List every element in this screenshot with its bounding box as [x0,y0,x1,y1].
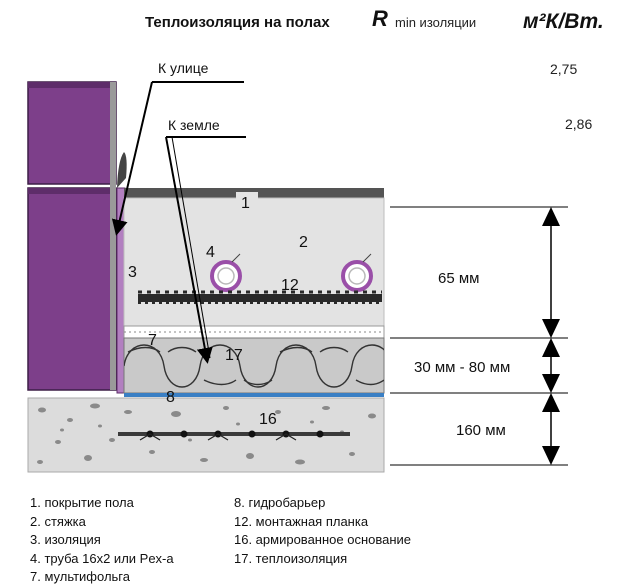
dimension-lines [390,206,568,466]
wall [27,81,117,391]
layer-labels: 1 2 3 4 12 7 17 8 16 [128,192,308,428]
dimension-base: 160 мм [456,422,506,439]
callout-outside: К улице [111,60,244,236]
layer-label-7: 7 [148,332,157,349]
legend-item: 17. теплоизоляция [234,550,348,566]
legend-item: 2. стяжка [30,513,86,529]
screed [123,197,385,329]
layer-label-12: 12 [281,277,299,294]
legend-item: 4. труба 16х2 или Pex-a [30,550,174,566]
legend-item: 7. мультифольга [30,569,130,584]
hydro-barrier [124,393,384,397]
layer-label-16: 16 [259,411,277,428]
dimension-screed: 65 мм [438,270,479,287]
title: Теплоизоляция на полах [145,14,330,31]
edge-sealant [117,152,127,188]
legend-left: 1. покрытие пола 2. стяжка 3. изоляция 4… [30,494,174,587]
layer-label-1: 1 [241,195,250,212]
legend-item: 16. армированное основание [234,532,412,547]
reinforced-base [27,397,385,473]
layer-label-8: 8 [166,389,175,406]
layer-label-3: 3 [128,264,137,281]
value-ground: 2,86 [565,116,592,132]
layer-label-17: 17 [225,347,243,364]
legend-item: 12. монтажная планка [234,513,369,529]
unit-label: м²К/Вт. [523,10,604,33]
r-symbol: R [372,6,388,31]
legend-item: 1. покрытие пола [30,495,134,510]
heating-pipe [210,253,242,292]
value-outside: 2,75 [550,61,577,77]
thermal-insulation [123,337,385,394]
dimension-insulation: 30 мм - 80 мм [414,359,510,376]
heating-pipe [341,253,373,292]
mounting-rail [138,290,382,304]
callout-ground: К земле [165,117,246,364]
callout-outside-label: К улице [158,60,209,76]
r-caption: min изоляции [395,15,476,30]
layer-label-4: 4 [206,244,215,261]
callout-ground-label: К земле [168,117,220,133]
legend-item: 3. изоляция [30,532,101,547]
dimension-arrows [542,207,560,465]
legend-right: 8. гидробарьер 12. монтажная планка 16. … [234,494,411,568]
layer-label-2: 2 [299,234,308,251]
legend-item: 8. гидробарьер [234,495,326,510]
